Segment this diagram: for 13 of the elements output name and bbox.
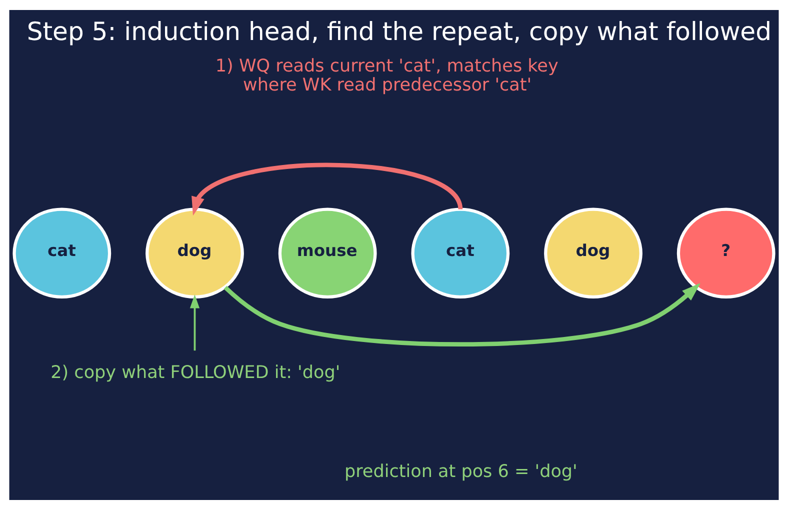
label: 1) WQ reads current 'cat', matches key where WK read predecessor 'cat' — [214, 56, 558, 96]
arrow — [191, 162, 462, 216]
node-text: 2) copy what FOLLOWED it: 'dog' — [50, 363, 340, 384]
node-circle: cat — [12, 208, 111, 299]
node-circle: dog — [145, 208, 244, 299]
arrow — [189, 294, 200, 351]
label: prediction at pos 6 = 'dog' — [344, 462, 577, 482]
node-circle: cat — [410, 208, 510, 299]
diagram-title: Step 5: induction head, find the repeat, copy what followed — [26, 17, 771, 46]
node-circle: ? — [676, 208, 775, 299]
node-circle: dog — [544, 208, 642, 299]
node-circle: mouse — [278, 208, 376, 299]
arrow — [223, 282, 700, 347]
